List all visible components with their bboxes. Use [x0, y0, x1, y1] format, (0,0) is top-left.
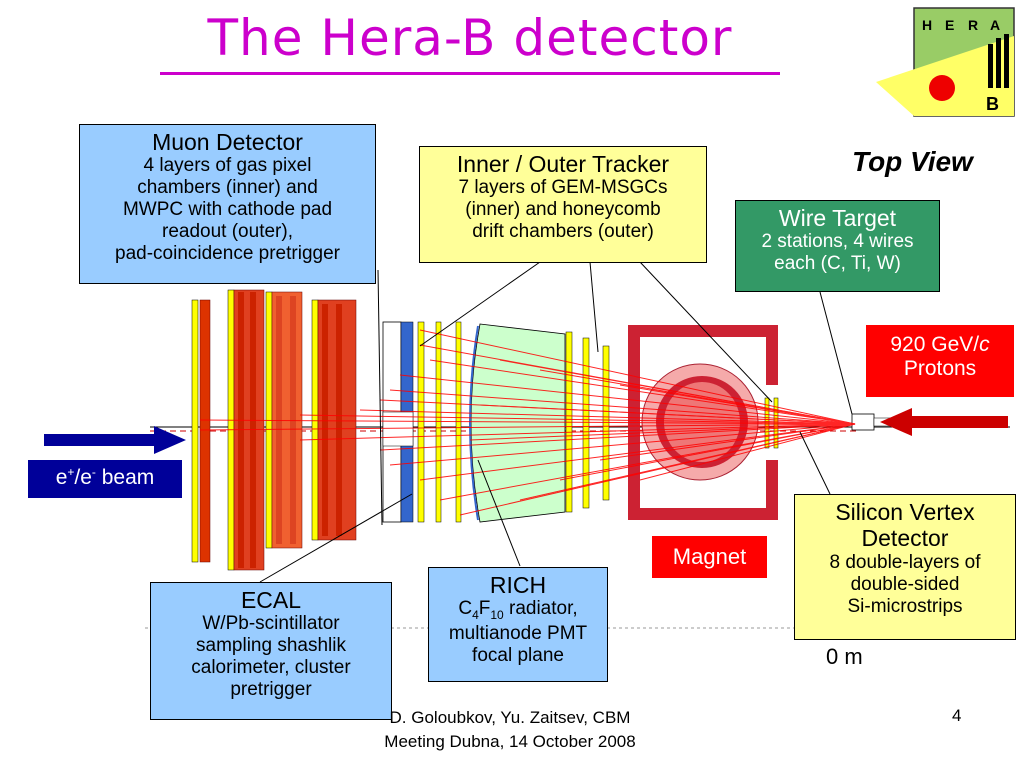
- page-title: The Hera-B detector: [160, 4, 780, 75]
- muon-line: readout (outer),: [162, 220, 293, 242]
- beam-minus: -: [91, 465, 96, 479]
- svg-text:B: B: [986, 94, 999, 114]
- page-number: 4: [952, 706, 962, 725]
- tracker-line: 7 layers of GEM-MSGCs: [458, 177, 668, 199]
- svg-text:E: E: [945, 17, 954, 33]
- leader-lines: [259, 261, 853, 583]
- beam-box: e+/e- beam: [28, 460, 182, 498]
- muon-head: Muon Detector: [152, 129, 303, 155]
- footer-line2: Meeting Dubna, 14 October 2008: [384, 732, 636, 751]
- wire-line: each (C, Ti, W): [774, 253, 901, 275]
- rich-f-sub: 10: [490, 608, 504, 623]
- wire-head: Wire Target: [778, 205, 897, 231]
- rich-line: multianode PMT: [448, 623, 588, 645]
- beam-slash: /e: [74, 466, 92, 489]
- tracker-line: (inner) and honeycomb: [465, 199, 661, 221]
- rich-f: F: [478, 598, 491, 620]
- magnet-label: Magnet: [672, 544, 747, 569]
- ecal-line: pretrigger: [230, 678, 312, 700]
- muon-line: MWPC with cathode pad: [122, 199, 333, 221]
- svd-head2: Detector: [861, 525, 949, 552]
- svd-line: double-sided: [850, 573, 960, 595]
- muon-line: pad-coincidence pretrigger: [115, 242, 340, 264]
- ecal-line: W/Pb-scintillator: [202, 613, 340, 635]
- ecal-head: ECAL: [240, 587, 302, 613]
- protons-line1: 920 GeV/: [890, 333, 980, 356]
- tracker-line: drift chambers (outer): [472, 221, 654, 243]
- svd-box: Silicon Vertex Detector 8 double-layers …: [794, 494, 1016, 640]
- top-view-label: Top View: [852, 146, 973, 177]
- ecal-line: calorimeter, cluster: [191, 657, 351, 679]
- rich-box: RICH C4F10 radiator, multianode PMT foca…: [428, 567, 608, 682]
- rich-c: C: [458, 598, 473, 620]
- svg-text:A: A: [990, 17, 1000, 33]
- rich-vessel: [470, 323, 566, 523]
- magnet-box: Magnet: [652, 536, 767, 578]
- wire-line: 2 stations, 4 wires: [761, 231, 914, 253]
- tracker-box: Inner / Outer Tracker 7 layers of GEM-MS…: [419, 146, 707, 263]
- rich-c-sub: 4: [472, 608, 479, 623]
- svd-line: 8 double-layers of: [829, 551, 981, 573]
- ecal-line: sampling shashlik: [196, 635, 346, 657]
- beam-rest: beam: [95, 466, 155, 489]
- proton-beam-arrow: [880, 408, 1008, 436]
- protons-line2: Protons: [903, 357, 977, 381]
- protons-c: c: [979, 333, 990, 356]
- particle-tracks: [199, 329, 856, 516]
- wire-target-box: Wire Target 2 stations, 4 wires each (C,…: [735, 200, 940, 292]
- muon-detector-box: Muon Detector 4 layers of gas pixel cham…: [79, 124, 376, 284]
- svg-text:R: R: [968, 17, 978, 33]
- zero-m-label: 0 m: [826, 644, 863, 669]
- rich-formula: C4F10 radiator,: [429, 598, 607, 623]
- ecal-box: ECAL W/Pb-scintillator sampling shashlik…: [150, 582, 392, 720]
- electron-beam-arrow: [44, 426, 186, 454]
- protons-box: 920 GeV/c Protons: [866, 325, 1014, 397]
- hera-b-logo: H E R A B: [876, 7, 1015, 117]
- muon-line: chambers (inner) and: [137, 177, 318, 199]
- rich-head: RICH: [489, 572, 547, 598]
- tracker-head: Inner / Outer Tracker: [456, 151, 670, 177]
- svd-head1: Silicon Vertex: [835, 499, 975, 525]
- rich-line: focal plane: [472, 644, 564, 666]
- ecal-module: [382, 321, 414, 523]
- footer-text: D. Goloubkov, Yu. Zaitsev, CBM Meeting D…: [330, 706, 690, 754]
- beam-plus: +: [67, 465, 75, 479]
- muon-line: 4 layers of gas pixel: [143, 155, 312, 177]
- svd-line: Si-microstrips: [847, 595, 963, 617]
- svg-text:H: H: [922, 17, 932, 33]
- beam-e: e: [55, 466, 68, 489]
- rich-rad: radiator,: [503, 598, 578, 620]
- footer-line1: D. Goloubkov, Yu. Zaitsev, CBM: [389, 708, 631, 727]
